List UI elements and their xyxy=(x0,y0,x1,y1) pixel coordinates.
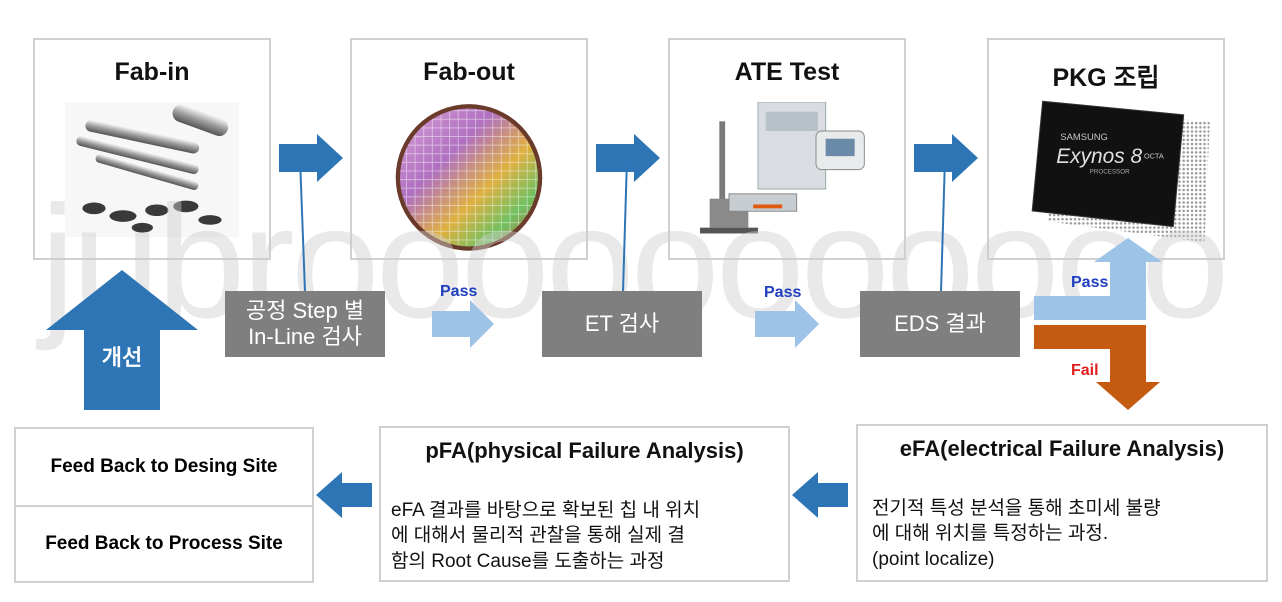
connector-line-2 xyxy=(622,157,628,293)
stage-fab-in: Fab-in xyxy=(33,38,271,260)
improve-label: 개선 xyxy=(101,345,143,370)
pfa-body: eFA 결과를 바탕으로 확보된 칩 내 위치 에 대해서 물리적 관찰을 통해… xyxy=(391,498,782,574)
feedback-process: Feed Back to Process Site xyxy=(45,533,283,554)
stage-title: Fab-out xyxy=(423,58,515,86)
pfa-line1: eFA 결과를 바탕으로 확보된 칩 내 위치 xyxy=(391,500,701,521)
pass-label-2: Pass xyxy=(764,284,802,301)
feedback-panel: Feed Back to Desing Site Feed Back to Pr… xyxy=(14,427,314,583)
efa-line1: 전기적 특성 분석을 통해 초미세 불량 xyxy=(872,498,1161,519)
arrow-left-1 xyxy=(792,472,848,518)
efa-line2: 에 대해 위치를 특정하는 과정. xyxy=(872,523,1109,545)
chip-tag: PROCESSOR xyxy=(1090,168,1130,175)
improve-arrow xyxy=(46,270,198,410)
pass-label-3: Pass xyxy=(1071,274,1109,291)
connector-line-1 xyxy=(299,157,306,293)
inline-inspection-box: 공정 Step 별 In-Line 검사 xyxy=(225,291,385,357)
inspection-line2: In-Line 검사 xyxy=(248,324,362,349)
pass-label-1: Pass xyxy=(440,283,478,300)
efa-body: 전기적 특성 분석을 통해 초미세 불량 에 대해 위치를 특정하는 과정. (… xyxy=(872,496,1260,572)
pfa-panel: pFA(physical Failure Analysis) eFA 결과를 바… xyxy=(379,426,790,582)
inspection-line1: ET 검사 xyxy=(584,310,660,336)
pass-arrow-bent xyxy=(1034,238,1162,320)
et-inspection-box: ET 검사 xyxy=(542,291,702,357)
arrow-right-2 xyxy=(596,134,660,182)
pass-arrow-1 xyxy=(432,300,494,348)
stage-pkg: PKG 조립 SAMSUNG Exynos 8 OCTA PROCESSOR xyxy=(987,38,1225,260)
stage-title: ATE Test xyxy=(734,58,840,86)
connector-line-3 xyxy=(940,157,946,293)
inspection-line1: EDS 결과 xyxy=(894,310,986,336)
pfa-line3: 함의 Root Cause를 도출하는 과정 xyxy=(391,550,665,572)
ate-equipment-image xyxy=(700,102,865,234)
efa-panel: eFA(electrical Failure Analysis) 전기적 특성 … xyxy=(856,424,1268,582)
arrow-right-1 xyxy=(279,134,343,182)
chip-brand: SAMSUNG xyxy=(1060,131,1107,142)
pfa-line2: 에 대해서 물리적 관찰을 통해 실제 결 xyxy=(391,525,685,547)
fail-arrow-bent xyxy=(1034,325,1160,410)
stage-fab-out: Fab-out xyxy=(350,38,588,260)
chip-model: Exynos 8 xyxy=(1056,145,1142,168)
stage-title: Fab-in xyxy=(114,58,190,86)
pass-arrow-2 xyxy=(755,300,819,348)
efa-line3: (point localize) xyxy=(872,548,995,570)
efa-title: eFA(electrical Failure Analysis) xyxy=(899,436,1225,461)
eds-result-box: EDS 결과 xyxy=(860,291,1020,357)
arrow-right-3 xyxy=(914,134,978,182)
wafer-image xyxy=(395,104,543,251)
fail-label: Fail xyxy=(1071,362,1099,379)
stage-title: PKG 조립 xyxy=(1052,64,1160,92)
feedback-design: Feed Back to Desing Site xyxy=(16,429,312,507)
ingot-wafer-image xyxy=(65,102,239,238)
stage-ate-test: ATE Test xyxy=(668,38,906,260)
inspection-line1: 공정 Step 별 xyxy=(245,297,365,323)
chip-sub: OCTA xyxy=(1144,152,1164,161)
arrow-left-2 xyxy=(316,472,372,518)
chip-image: SAMSUNG Exynos 8 OCTA PROCESSOR xyxy=(1031,100,1210,243)
pfa-title: pFA(physical Failure Analysis) xyxy=(425,438,744,463)
